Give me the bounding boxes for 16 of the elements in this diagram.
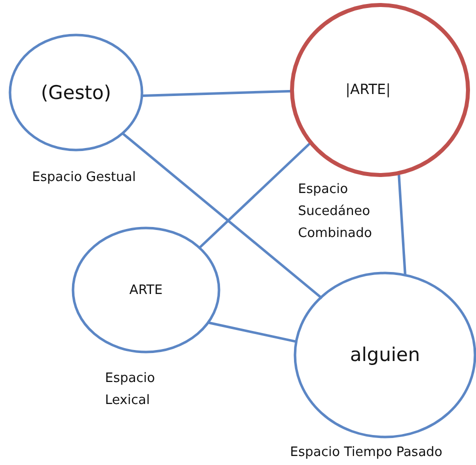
connector-line <box>142 90 293 97</box>
space-circle <box>73 228 219 352</box>
space-caption: Espacio Sucedáneo Combinado <box>298 181 373 243</box>
connector-line <box>198 142 312 249</box>
space-caption: Espacio Tiempo Pasado <box>290 444 444 462</box>
connector-line <box>122 132 323 300</box>
node-label: alguien <box>350 344 420 366</box>
connector-line <box>398 172 406 276</box>
space-circle <box>10 35 142 150</box>
node-label: |ARTE| <box>345 82 391 98</box>
node-label: (Gesto) <box>40 82 112 104</box>
connector-line <box>208 321 297 343</box>
node-label: ARTE <box>129 282 163 298</box>
space-caption: Espacio Lexical <box>105 370 156 410</box>
space-caption: Espacio Gestual <box>32 169 137 187</box>
space-circle <box>292 5 468 175</box>
